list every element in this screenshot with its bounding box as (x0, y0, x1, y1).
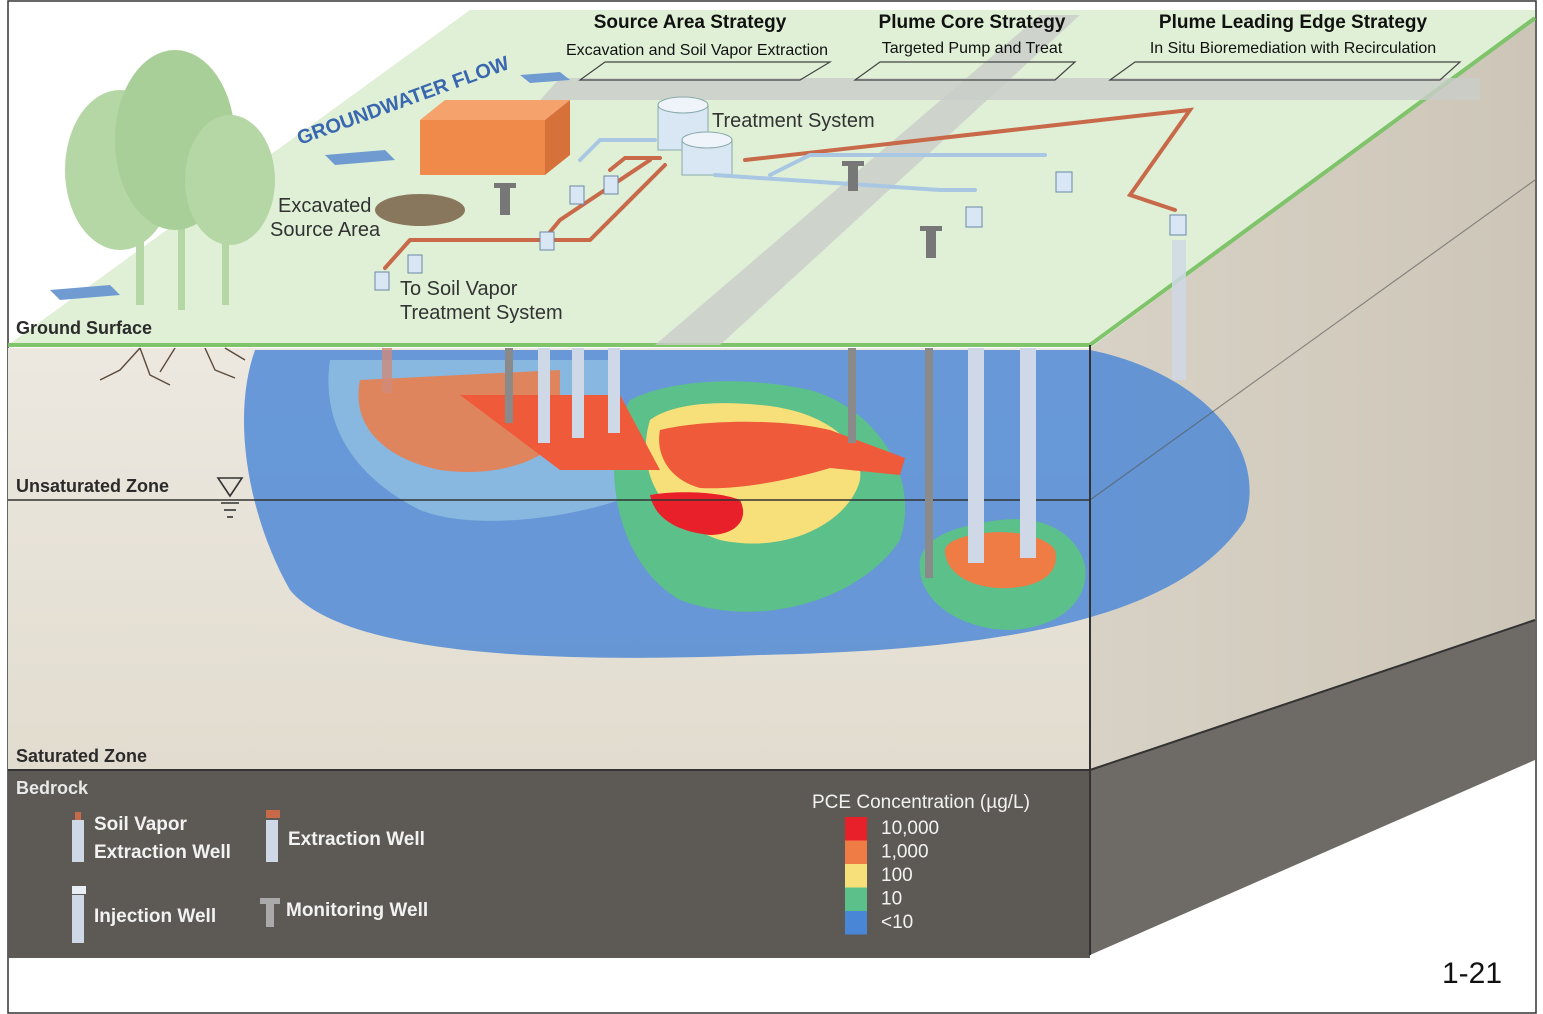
page-number: 1-21 (1442, 957, 1502, 990)
concentration-swatch (845, 840, 867, 864)
strategy-core-title: Plume Core Strategy (879, 12, 1066, 33)
strategy-edge-title: Plume Leading Edge Strategy (1159, 12, 1428, 33)
monitoring-well-icon (266, 903, 274, 927)
excavated-label-2: Source Area (270, 219, 381, 241)
concentration-swatch (845, 864, 867, 888)
block-side-bedrock (1090, 620, 1535, 955)
excavated-pit (375, 194, 465, 226)
legend-monitoring: Monitoring Well (286, 900, 428, 921)
road-horizontal (540, 78, 1480, 100)
soil-vapor-label-2: Treatment System (400, 302, 563, 324)
wellheads (374, 161, 1187, 291)
treatment-tanks (657, 96, 733, 176)
strategy-source-subtitle: Excavation and Soil Vapor Extraction (566, 42, 828, 59)
soil-vapor-label-1: To Soil Vapor (400, 278, 518, 300)
bedrock-label: Bedrock (16, 778, 89, 798)
concentration-swatch (845, 817, 867, 841)
tree-roots (99, 347, 246, 386)
concentration-label: 1,000 (881, 842, 929, 863)
pce-plume (243, 350, 1250, 658)
excavated-label-1: Excavated (278, 195, 371, 217)
legend-soil-vapor-2: Extraction Well (94, 842, 231, 863)
groundwater-flow-arrows (50, 72, 570, 300)
concentration-legend-title: PCE Concentration (µg/L) (812, 792, 1030, 813)
extraction-well-icon (266, 820, 278, 862)
subsurface-well-casings (382, 240, 1186, 578)
concentration-label: <10 (881, 912, 913, 933)
strategy-core-subtitle: Targeted Pump and Treat (882, 40, 1063, 57)
legend-injection: Injection Well (94, 906, 216, 927)
concentration-label: 10 (881, 889, 902, 910)
treatment-system-label: Treatment System (712, 110, 875, 132)
legend-soil-vapor-1: Soil Vapor (94, 814, 188, 835)
block-side-soil (1090, 18, 1535, 770)
concentration-label: 10,000 (881, 818, 939, 839)
soil-vapor-well-icon (72, 820, 84, 862)
ground-surface-label: Ground Surface (16, 318, 152, 338)
unsaturated-zone-label: Unsaturated Zone (16, 476, 169, 496)
bedrock-layer (8, 770, 1090, 958)
plume-1000-core (659, 421, 905, 489)
strategy-edge-subtitle: In Situ Bioremediation with Recirculatio… (1150, 40, 1436, 57)
concentration-swatch (845, 911, 867, 935)
concentration-label: 100 (881, 865, 913, 886)
road-diagonal (655, 15, 1080, 345)
strategy-source-title: Source Area Strategy (594, 12, 787, 33)
treatment-building (420, 100, 570, 175)
water-table-symbol (216, 477, 244, 498)
saturated-zone-label: Saturated Zone (16, 746, 147, 766)
plume-10000 (650, 492, 744, 535)
legend-extraction: Extraction Well (288, 829, 425, 850)
well-legend: Soil Vapor Extraction Well Extraction We… (72, 810, 428, 943)
pipe-network (383, 107, 1195, 270)
injection-well-icon (72, 895, 84, 943)
trees (65, 50, 275, 310)
concentration-swatch (845, 887, 867, 911)
